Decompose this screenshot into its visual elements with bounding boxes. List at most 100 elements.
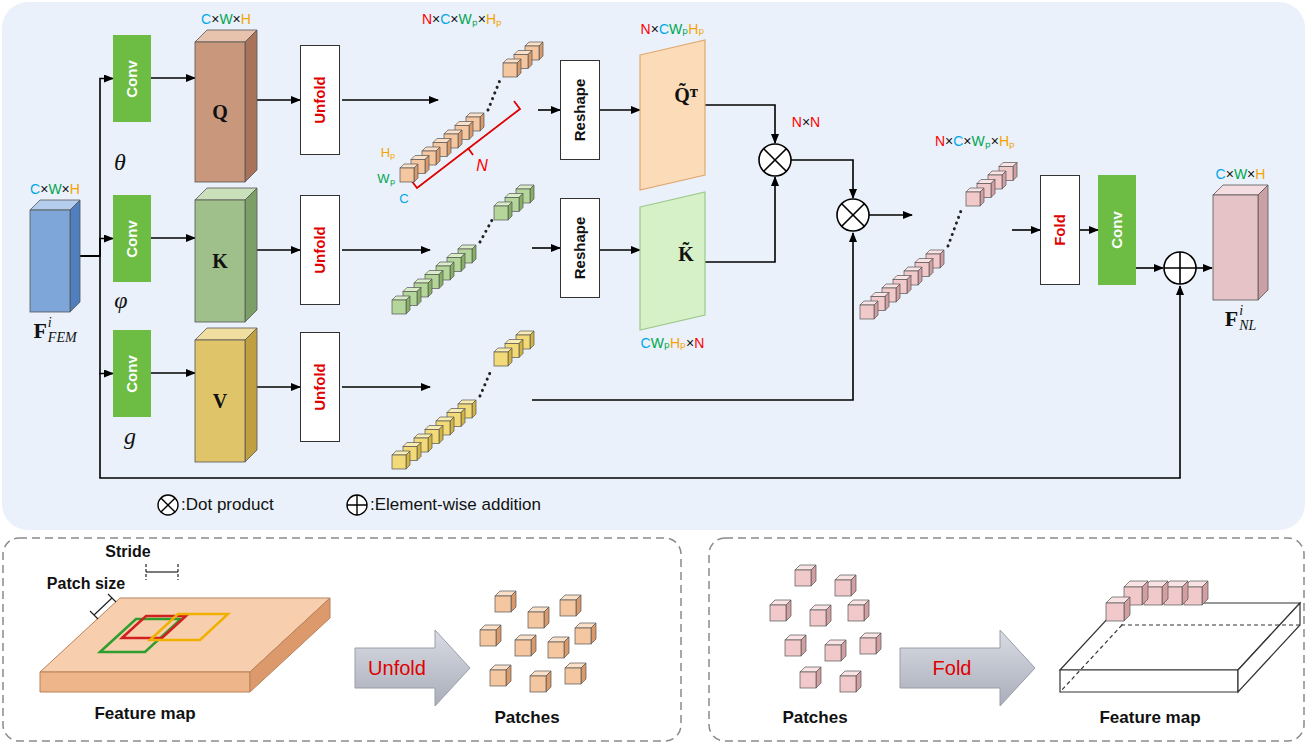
patch-cube xyxy=(848,600,869,621)
cube-side xyxy=(1002,171,1006,189)
glyph: H xyxy=(670,335,680,351)
cube-front xyxy=(1106,603,1124,621)
cube-front xyxy=(494,352,508,366)
patch-cube xyxy=(530,671,551,692)
cube-side xyxy=(458,130,462,148)
reshape-box: Reshape xyxy=(560,60,600,160)
cube-front xyxy=(565,668,581,684)
glyph: × xyxy=(40,181,48,197)
unfold-box: Unfold xyxy=(300,195,340,305)
stride-mark xyxy=(146,571,178,572)
function-symbol: θ xyxy=(114,149,126,176)
cube-side xyxy=(406,451,410,469)
patch-cube xyxy=(770,600,791,621)
subscript: NL xyxy=(1239,319,1256,334)
cube-side xyxy=(439,426,443,444)
glyph: ₚ xyxy=(472,11,478,27)
patch-cube xyxy=(825,640,846,661)
glyph: ₚ xyxy=(496,11,502,27)
glyph: × xyxy=(802,114,810,130)
symbol-scripts: iNL xyxy=(1239,304,1256,333)
cube-side xyxy=(874,301,878,319)
output-feature-map xyxy=(1060,603,1300,692)
dot-product-symbol xyxy=(759,144,791,176)
feature-symbol: FiNL xyxy=(1225,304,1257,333)
patch-cube xyxy=(785,635,806,656)
fold-arrow: Fold xyxy=(900,630,1035,706)
dimension-label: C×W×H xyxy=(1216,166,1266,182)
patch-cube xyxy=(548,637,569,658)
patch-cube xyxy=(810,605,831,626)
query-matrix: N×CWₚHₚQ̃ᵀ xyxy=(640,40,705,190)
symbol-main: F xyxy=(1225,306,1238,332)
legend-symbols xyxy=(158,495,367,515)
glyph: W xyxy=(1234,166,1247,182)
addition-symbol xyxy=(1164,252,1196,284)
patch-cube xyxy=(490,665,511,686)
patch-cube xyxy=(503,59,521,77)
patch-width-label: Wₚ xyxy=(377,169,394,187)
conv-label: Conv xyxy=(1108,211,1125,249)
cube-side xyxy=(496,625,501,646)
flow-arrow xyxy=(705,177,775,262)
glyph: × xyxy=(991,133,999,149)
stride-mark xyxy=(146,564,178,580)
glyph: × xyxy=(651,21,659,37)
patch-cube xyxy=(528,607,549,628)
flow-arrow xyxy=(342,99,438,101)
feature-map: C×W×HFiFEM xyxy=(30,200,80,312)
glyph: N xyxy=(810,114,820,130)
fold-box: Fold xyxy=(1040,175,1080,285)
cube-side xyxy=(896,284,900,302)
connector-arrow xyxy=(80,79,113,257)
patch-cube xyxy=(800,667,821,688)
patch-cube xyxy=(480,625,501,646)
patch-size-mark xyxy=(90,594,116,619)
flow-arrow xyxy=(869,214,912,216)
main-panel xyxy=(2,2,1305,530)
cube-front xyxy=(966,192,980,206)
patch-cube xyxy=(494,348,512,366)
glyph: N xyxy=(694,335,704,351)
annotation-label: Patch size xyxy=(47,575,125,593)
cube-side xyxy=(425,156,429,174)
dimension-label: N×C×Wₚ×Hₚ xyxy=(935,131,1015,150)
conv-box: Conv xyxy=(113,35,151,122)
cube-front xyxy=(840,676,856,692)
unfold-label: Unfold xyxy=(368,657,426,680)
map-side xyxy=(245,30,257,182)
unfold-arrow: Unfold xyxy=(355,630,470,706)
flow-arrow xyxy=(791,160,853,198)
legend-dot-symbol xyxy=(158,495,178,515)
flow-arrow xyxy=(1012,229,1040,231)
patch-cube xyxy=(1106,597,1130,621)
cube-front xyxy=(392,300,406,314)
cube-front xyxy=(810,610,826,626)
cube-side xyxy=(428,434,432,452)
matrix-parallelogram xyxy=(640,40,705,190)
cube-front xyxy=(494,206,508,220)
superscript: i xyxy=(48,316,77,331)
flow-arrow xyxy=(538,109,560,111)
legend-text: :Dot product xyxy=(181,495,274,515)
patch-bracket xyxy=(411,101,520,188)
conv-label: Conv xyxy=(123,220,140,258)
cube-front xyxy=(770,605,786,621)
symbol-scripts: iFEM xyxy=(48,316,77,345)
cube-side xyxy=(480,113,484,131)
cube-side xyxy=(472,400,476,418)
patch-cube xyxy=(495,591,516,612)
cube-side xyxy=(826,605,831,626)
patch-cube xyxy=(795,565,816,586)
map-side xyxy=(1258,185,1268,300)
cube-side xyxy=(851,575,856,596)
cube-side xyxy=(786,600,791,621)
cube-front xyxy=(835,580,851,596)
connector-arrow xyxy=(257,386,300,388)
cube-side xyxy=(940,250,944,268)
glyph: W xyxy=(219,11,232,27)
glyph: C xyxy=(440,11,450,27)
glyph: W xyxy=(972,133,985,149)
feature-map-slab xyxy=(40,598,330,692)
